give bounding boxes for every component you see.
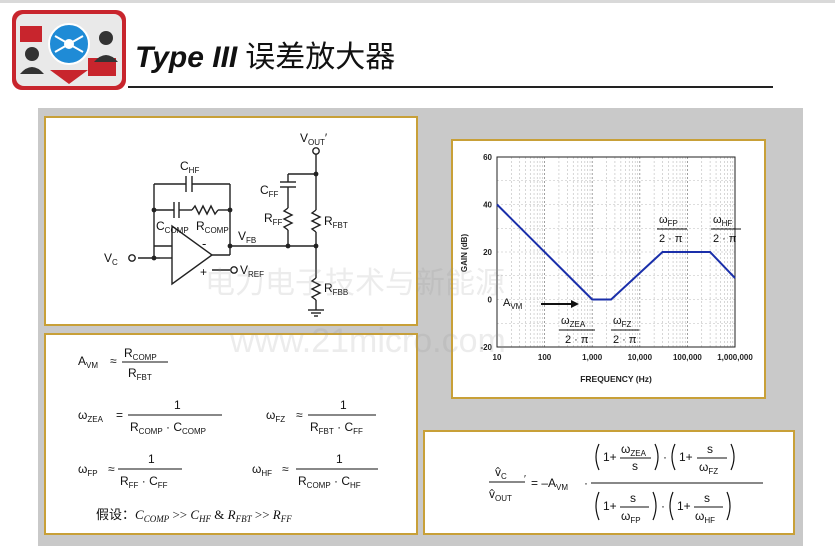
avm-approx: ≈ (110, 354, 117, 368)
rfbb-label: RFBB (324, 281, 348, 297)
gain-curve (496, 203, 736, 301)
y-tick-label: 20 (483, 248, 492, 257)
minus-input-sign: - (202, 236, 206, 251)
vref-label: VREF (240, 263, 264, 279)
tf-den-one-plus-2: 1+ (677, 499, 691, 513)
type3-circuit-diagram: VOUT′ CHF CCOMP RCOMP CFF RFF RFBT RFBB … (104, 131, 348, 317)
fp-annotation-num: ωFP (659, 214, 678, 228)
hf-annotation-num: ωHF (713, 214, 732, 228)
zea-annotation-den: 2 · π (565, 334, 589, 346)
tf-den-f2-den: ωHF (695, 509, 715, 525)
zea-annotation-num: ωZEA (561, 315, 586, 329)
whf-numerator: 1 (336, 452, 343, 466)
y-tick-label: 40 (483, 201, 492, 210)
tf-num-f2-num: s (707, 442, 713, 456)
tf-den-f1-num: s (630, 491, 636, 505)
transfer-function-panel: v̂C v̂OUT ′ = –AVM · 1+ ωZEA s · 1+ s ωF… (423, 430, 795, 535)
x-tick-label: 100 (538, 353, 552, 362)
x-tick-labels: 10 100 1,000 10,000 100,000 1,000,000 (493, 353, 754, 362)
avm-denominator: RFBT (128, 366, 152, 382)
wzea-denominator: RCOMP · CCOMP (130, 420, 206, 436)
wzea-equation-lhs: ωZEA (78, 408, 104, 424)
vfb-label: VFB (238, 229, 256, 245)
network-logo-icon (12, 10, 126, 90)
whf-approx: ≈ (282, 462, 289, 476)
whf-equation-lhs: ωHF (252, 462, 272, 478)
tf-lhs-prime: ′ (524, 474, 526, 485)
wfp-equation-lhs: ωFP (78, 462, 98, 478)
x-axis-label: FREQUENCY (Hz) (580, 374, 652, 384)
tf-num-f2-den: ωFZ (699, 460, 718, 476)
tf-gain-term: = –AVM (531, 476, 568, 492)
wfz-numerator: 1 (340, 398, 347, 412)
wfp-approx: ≈ (108, 462, 115, 476)
avm-annotation: AVM (503, 297, 523, 311)
title-underline (128, 86, 773, 88)
vout-label: VOUT′ (300, 131, 328, 147)
hf-annotation-den: 2 · π (713, 233, 737, 245)
y-axis-label: GAIN (dB) (460, 234, 469, 273)
fp-annotation-den: 2 · π (659, 233, 683, 245)
title-english: Type III (135, 41, 238, 74)
plus-input-sign: + (200, 265, 207, 279)
tf-den-one-plus-1: 1+ (603, 499, 617, 513)
fz-annotation-den: 2 · π (613, 334, 637, 346)
avm-equation-lhs: AVM (78, 354, 98, 370)
tf-dot-1: · (584, 476, 588, 490)
wzea-equals: = (116, 408, 123, 422)
watermark-url: www.21micro.com (230, 322, 506, 360)
x-tick-label: 10,000 (628, 353, 653, 362)
bode-chart-panel: -20 0 20 40 60 10 100 1,000 10,000 100,000 1,000,… (451, 139, 766, 399)
wzea-numerator: 1 (174, 398, 181, 412)
wfz-approx: ≈ (296, 408, 303, 422)
avm-arrowhead (571, 300, 579, 308)
avm-numerator: RCOMP (124, 346, 157, 362)
bode-gain-chart: -20 0 20 40 60 10 100 1,000 10,000 100,000 1,000,… (460, 153, 754, 384)
top-border (0, 0, 835, 3)
tf-lhs-numerator: v̂C (495, 465, 507, 481)
x-tick-label: 10 (493, 353, 502, 362)
transfer-function-equation: v̂C v̂OUT ′ = –AVM · 1+ ωZEA s · 1+ s ωF… (489, 442, 763, 525)
rff-label: RFF (264, 211, 283, 227)
equations-block: AVM ≈ RCOMP RFBT ωZEA = 1 RCOMP · CCOMP … (78, 346, 378, 524)
x-tick-label: 1,000 (582, 353, 603, 362)
vc-label: VC (104, 251, 118, 267)
wfz-equation-lhs: ωFZ (266, 408, 285, 424)
rfbt-label: RFBT (324, 214, 348, 230)
cff-label: CFF (260, 183, 279, 199)
tf-num-f1-num: ωZEA (621, 442, 647, 458)
watermark-chinese: 电力电子技术与新能源 (205, 266, 505, 301)
rcomp-label: RCOMP (196, 219, 229, 235)
tf-den-f1-den: ωFP (621, 509, 641, 525)
y-tick-labels: -20 0 20 40 60 (480, 153, 492, 352)
wfp-denominator: RFF · CFF (120, 474, 168, 490)
tf-num-one-plus-1: 1+ (603, 450, 617, 464)
circuit-panel: VOUT′ CHF CCOMP RCOMP CFF RFF RFBT RFBB … (44, 116, 418, 326)
tf-den-f2-num: s (704, 491, 710, 505)
tf-dot-3: · (661, 499, 665, 513)
y-tick-label: 0 (488, 296, 493, 305)
y-tick-label: 60 (483, 153, 492, 162)
fz-annotation-num: ωFZ (613, 315, 631, 329)
chf-label: CHF (180, 159, 199, 175)
tf-dot-2: · (663, 450, 667, 464)
wfp-numerator: 1 (148, 452, 155, 466)
assumption-line: 假设：CCOMP >> CHF & RFBT >> RFF (96, 507, 292, 524)
equations-panel: AVM ≈ RCOMP RFBT ωZEA = 1 RCOMP · CCOMP … (44, 333, 418, 535)
wfz-denominator: RFBT · CFF (310, 420, 363, 436)
tf-num-one-plus-2: 1+ (679, 450, 693, 464)
y-tick-label: -20 (480, 343, 492, 352)
tf-num-f1-den: s (632, 459, 638, 473)
x-tick-label: 1,000,000 (717, 353, 753, 362)
plot-frame (496, 156, 736, 348)
tf-lhs-denominator: v̂OUT (489, 487, 512, 503)
x-tick-label: 100,000 (673, 353, 702, 362)
ccomp-label: CCOMP (156, 219, 189, 235)
title-chinese: 误差放大器 (245, 40, 396, 75)
whf-denominator: RCOMP · CHF (298, 474, 361, 490)
